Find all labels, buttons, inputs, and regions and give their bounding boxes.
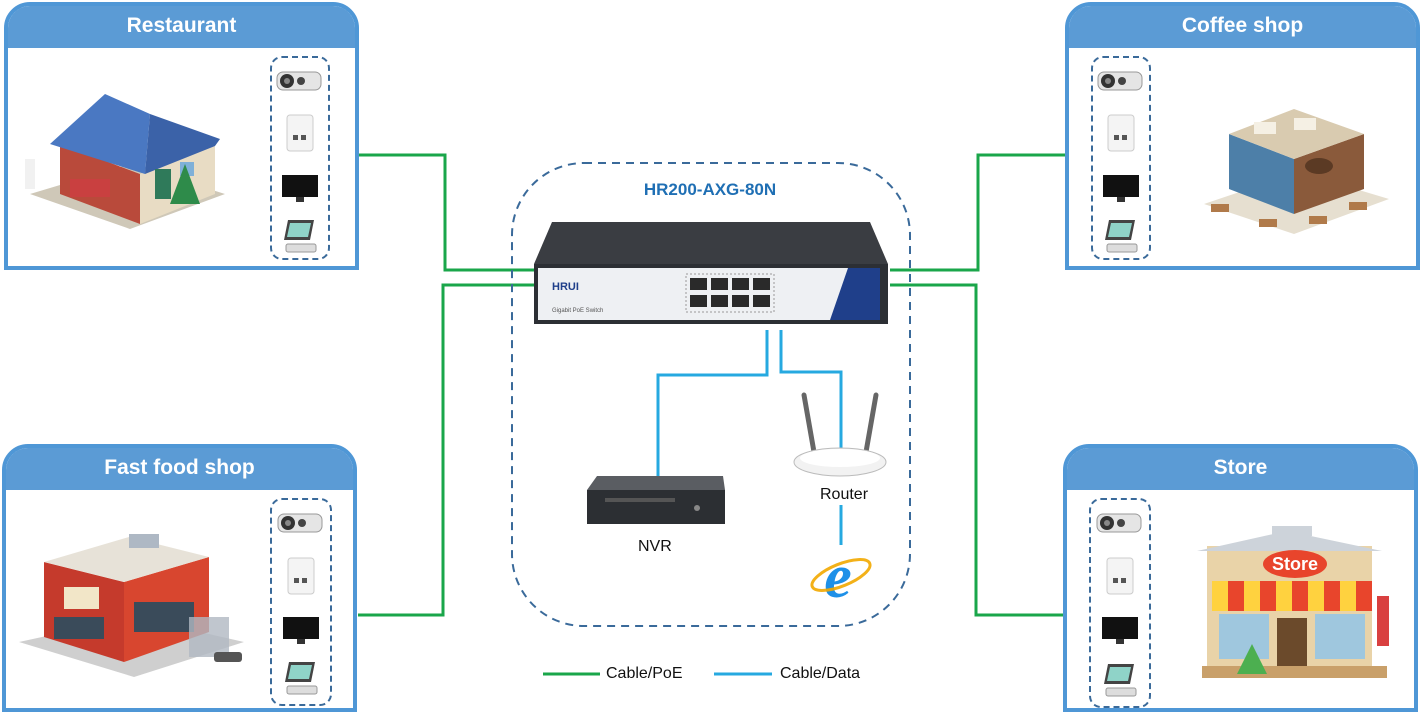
legend-data-label: Cable/Data [780, 665, 861, 682]
panel-coffee-shop: Coffee shop [1065, 2, 1420, 270]
poe-line-store [890, 283, 1065, 617]
pos-terminal-icon [284, 220, 317, 253]
internet-icon: e [810, 545, 872, 605]
poe-line-coffee [890, 153, 1065, 272]
monitor-icon [1103, 175, 1139, 202]
restaurant-building-icon [25, 94, 225, 229]
nvr-device-icon [587, 476, 725, 524]
data-line-nvr [656, 330, 769, 478]
panel-title: Coffee shop [1069, 6, 1416, 48]
router-label: Router [820, 486, 869, 503]
fast-food-building-icon [19, 534, 244, 677]
router-device-icon [793, 392, 887, 477]
poe-line-restaurant [358, 153, 535, 272]
camera-icon [1097, 71, 1143, 91]
svg-text:e: e [824, 545, 852, 605]
data-line-router [779, 330, 843, 448]
wifi-ap-icon [287, 557, 315, 595]
panel-title: Restaurant [8, 6, 355, 48]
monitor-icon [283, 617, 319, 644]
store-building-icon: Store [1197, 526, 1389, 678]
camera-icon [277, 513, 323, 533]
switch-zone-border [511, 162, 911, 627]
wifi-ap-icon [286, 114, 314, 152]
poe-switch-icon: HRUI Gigabit PoE Switch [534, 222, 888, 324]
legend-poe-label: Cable/PoE [606, 665, 683, 682]
device-group [270, 498, 332, 706]
monitor-icon [1102, 617, 1138, 644]
panel-title: Store [1067, 448, 1414, 490]
switch-caption: Gigabit PoE Switch [552, 308, 603, 314]
store-sign-text: Store [1272, 554, 1318, 574]
pos-terminal-icon [1105, 220, 1138, 253]
device-group [270, 56, 330, 260]
pos-terminal-icon [285, 662, 318, 695]
wifi-ap-icon [1107, 114, 1135, 152]
pos-terminal-icon [1104, 664, 1137, 697]
nvr-label: NVR [638, 538, 672, 555]
monitor-icon [282, 175, 318, 202]
wifi-ap-icon [1106, 557, 1134, 595]
device-group [1089, 498, 1151, 708]
panel-restaurant: Restaurant [4, 2, 359, 270]
device-group [1091, 56, 1151, 260]
camera-icon [276, 71, 322, 91]
panel-store: Store [1063, 444, 1418, 712]
panel-fast-food-shop: Fast food shop [2, 444, 357, 712]
panel-title: Fast food shop [6, 448, 353, 490]
poe-line-fastfood [358, 283, 535, 617]
switch-brand: HRUI [552, 281, 579, 293]
switch-model-title: HR200-AXG-80N [643, 180, 777, 199]
coffee-shop-building-icon [1204, 109, 1389, 234]
camera-icon [1096, 513, 1142, 533]
